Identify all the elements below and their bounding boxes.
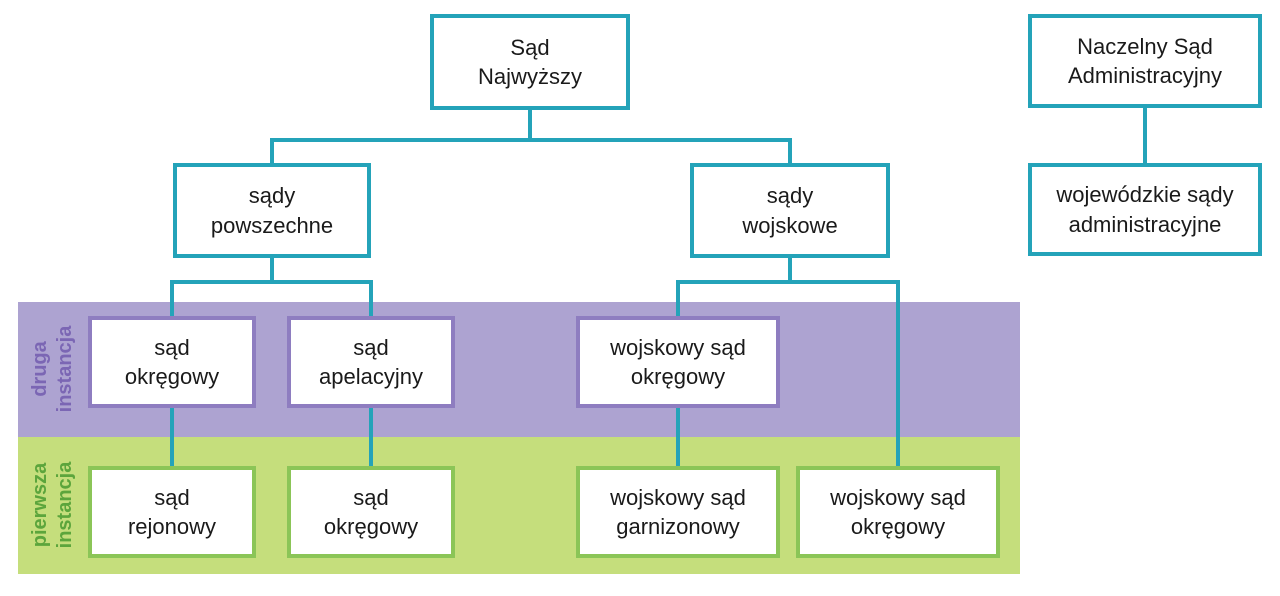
connector-line (1143, 106, 1147, 165)
band-second-instance-label: druga instancja (29, 325, 76, 413)
connector-line (270, 140, 274, 165)
node-sad-apelacyjny: sąd apelacyjny (287, 316, 455, 408)
connector-line (270, 256, 274, 284)
connector-line (270, 138, 792, 142)
node-sad-okregowy-second-instance: sąd okręgowy (88, 316, 256, 408)
band-first-instance-label: pierwsza instancja (29, 461, 76, 549)
connector-line (788, 140, 792, 165)
connector-line (676, 280, 900, 284)
connector-line (170, 280, 373, 284)
node-sad-rejonowy: sąd rejonowy (88, 466, 256, 558)
node-wojewodzkie-sady-administracyjne: wojewódzkie sądy administracyjne (1028, 163, 1262, 256)
connector-line (896, 282, 900, 468)
node-naczelny-sad-administracyjny: Naczelny Sąd Administracyjny (1028, 14, 1262, 108)
connector-line (528, 108, 532, 142)
node-wojskowy-sad-okregowy-first-instance: wojskowy sąd okręgowy (796, 466, 1000, 558)
node-sad-najwyzszy: Sąd Najwyższy (430, 14, 630, 110)
node-sad-okregowy-first-instance: sąd okręgowy (287, 466, 455, 558)
node-wojskowy-sad-garnizonowy: wojskowy sąd garnizonowy (576, 466, 780, 558)
node-wojskowy-sad-okregowy-second-instance: wojskowy sąd okręgowy (576, 316, 780, 408)
connector-line (788, 256, 792, 284)
node-sady-wojskowe: sądy wojskowe (690, 163, 890, 258)
node-sady-powszechne: sądy powszechne (173, 163, 371, 258)
